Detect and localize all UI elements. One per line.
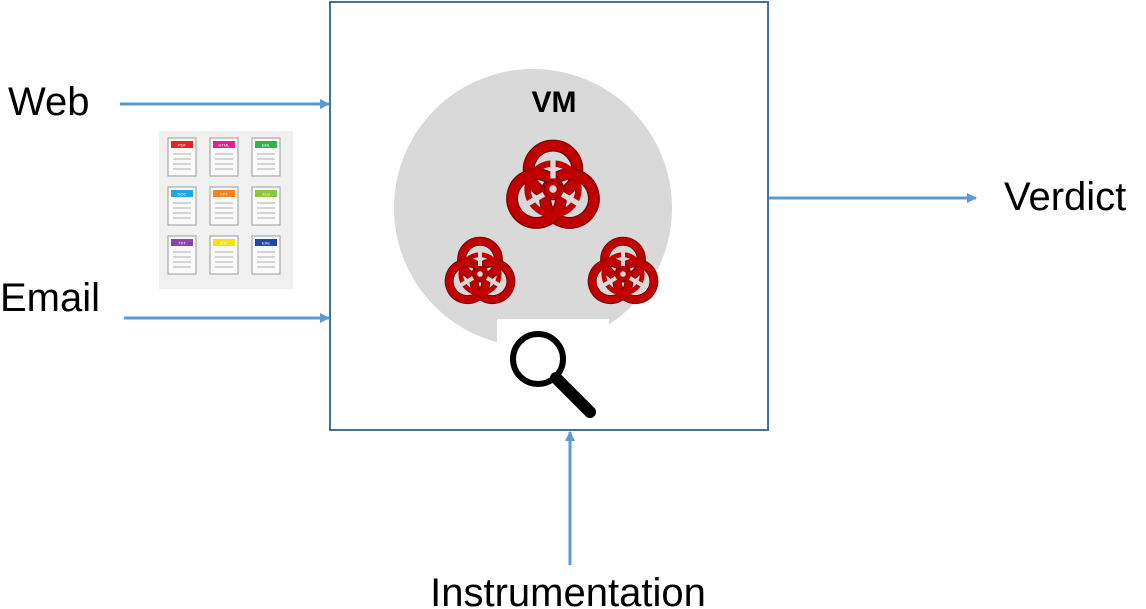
email-label: Email [0,276,100,320]
document-tag: PDF [178,143,187,148]
document-file-icons: PDF HTML EML DOC PPT XLS TXT RTF EXE [159,131,293,289]
document-tag: EML [262,143,271,148]
document-icon: EML [251,137,281,177]
document-tag: PPT [220,192,228,197]
document-icon: TXT [167,235,197,275]
verdict-label: Verdict [1004,175,1126,219]
document-tag: HTML [219,143,231,148]
vm-label: VM [532,86,577,119]
document-icon: EXE [251,235,281,275]
document-icon: PPT [209,186,239,226]
magnifying-glass-icon [510,331,596,418]
document-icon: DOC [167,186,197,226]
document-tag: TXT [178,241,186,246]
document-icon: RTF [209,235,239,275]
document-tag: XLS [262,192,270,197]
document-icon: HTML [209,137,239,177]
document-icon: PDF [167,137,197,177]
web-label: Web [8,80,90,124]
document-tag: DOC [178,192,187,197]
document-tag: EXE [262,241,270,246]
instrumentation-label: Instrumentation [430,571,706,609]
document-tag: RTF [220,241,228,246]
document-icon: XLS [251,186,281,226]
